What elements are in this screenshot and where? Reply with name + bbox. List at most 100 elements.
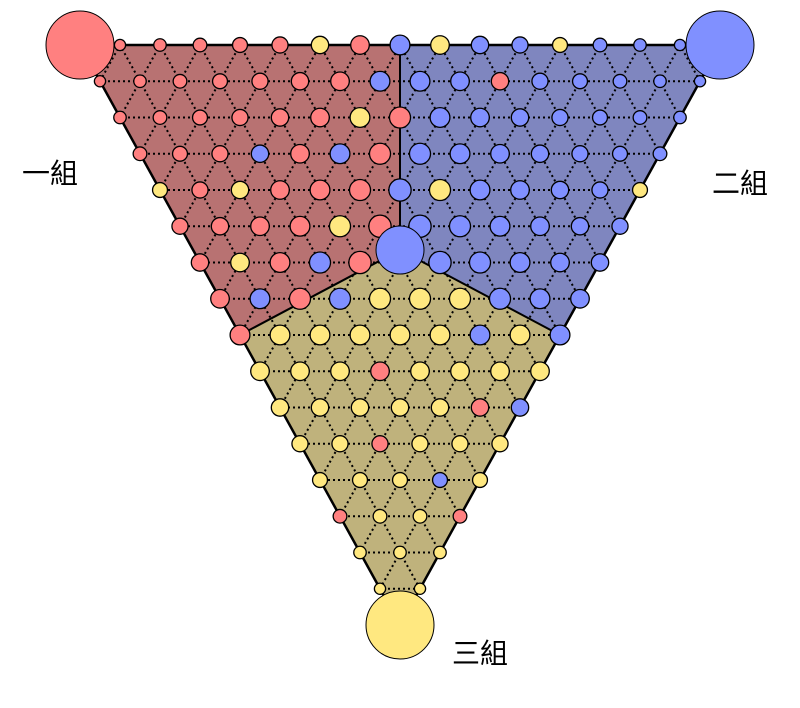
group-member-circle bbox=[250, 361, 270, 382]
group-member-circle bbox=[270, 180, 290, 200]
group-member-circle bbox=[113, 38, 127, 52]
group-member-circle bbox=[172, 73, 188, 89]
group-member-circle bbox=[551, 36, 569, 54]
group-member-circle bbox=[349, 324, 371, 346]
group-member-circle bbox=[311, 471, 329, 489]
group-member-circle bbox=[433, 545, 447, 560]
group-member-circle bbox=[412, 508, 428, 524]
group-member-circle bbox=[328, 215, 352, 238]
group-member-circle bbox=[290, 71, 310, 91]
group-member-circle bbox=[310, 107, 330, 128]
group-member-circle bbox=[590, 253, 610, 272]
group-member-circle bbox=[231, 36, 249, 54]
group-member-circle bbox=[310, 35, 330, 55]
group-member-circle bbox=[290, 361, 310, 382]
grid-line bbox=[639, 44, 661, 82]
group-member-circle bbox=[191, 109, 209, 126]
grid-line bbox=[419, 515, 441, 553]
group-member-circle bbox=[388, 106, 412, 129]
group-member-circle bbox=[571, 73, 589, 90]
group-member-circle bbox=[270, 108, 290, 127]
group-member-circle bbox=[470, 35, 490, 55]
grid-line bbox=[659, 80, 681, 118]
group-member-circle bbox=[249, 288, 271, 310]
group-2-leader-circle bbox=[685, 10, 755, 80]
grid-line bbox=[119, 44, 141, 82]
group-member-circle bbox=[369, 70, 391, 92]
group-member-circle bbox=[288, 287, 312, 310]
group-member-circle bbox=[530, 361, 550, 382]
group-member-circle bbox=[509, 251, 531, 274]
group-member-circle bbox=[448, 287, 472, 310]
group-member-circle bbox=[310, 398, 330, 417]
group-member-circle bbox=[429, 324, 451, 346]
group-member-circle bbox=[270, 398, 290, 417]
center-circle bbox=[375, 225, 425, 275]
group-label-3: 三組 bbox=[452, 637, 509, 670]
group-member-circle bbox=[250, 144, 270, 164]
group-member-circle bbox=[452, 508, 468, 524]
group-member-circle bbox=[408, 142, 432, 165]
group-member-circle bbox=[470, 398, 490, 417]
group-member-circle bbox=[328, 287, 352, 310]
group-member-circle bbox=[372, 508, 388, 524]
group-member-circle bbox=[331, 435, 349, 453]
group-member-circle bbox=[449, 143, 471, 165]
grid-line bbox=[359, 515, 381, 553]
group-member-circle bbox=[451, 435, 469, 453]
group-member-circle bbox=[550, 180, 570, 200]
group-member-circle bbox=[509, 324, 531, 346]
group-member-circle bbox=[469, 179, 491, 201]
group-member-circle bbox=[171, 217, 189, 235]
group-member-circle bbox=[153, 38, 167, 52]
group-member-circle bbox=[269, 324, 291, 346]
group-member-circle bbox=[471, 471, 489, 489]
group-member-circle bbox=[353, 545, 367, 560]
group-member-circle bbox=[450, 361, 470, 382]
group-member-circle bbox=[653, 74, 667, 89]
group-member-circle bbox=[673, 38, 687, 52]
group-member-circle bbox=[351, 471, 369, 489]
group-member-circle bbox=[190, 253, 210, 272]
group-member-circle bbox=[551, 108, 569, 127]
group-member-circle bbox=[250, 216, 270, 237]
group-member-circle bbox=[391, 471, 409, 489]
group-member-circle bbox=[550, 252, 570, 273]
group-member-circle bbox=[530, 144, 550, 164]
group-member-circle bbox=[413, 582, 427, 596]
group-member-circle bbox=[673, 110, 687, 125]
group-member-circle bbox=[393, 545, 407, 560]
group-member-circle bbox=[468, 251, 492, 274]
group-member-circle bbox=[389, 34, 411, 56]
group-3-leader-circle bbox=[365, 590, 435, 660]
group-member-circle bbox=[510, 108, 530, 127]
group-member-circle bbox=[210, 216, 230, 236]
group-label-1: 一組 bbox=[22, 157, 79, 190]
group-label-2: 二組 bbox=[712, 167, 769, 200]
group-member-circle bbox=[370, 361, 390, 382]
grid-line bbox=[379, 515, 401, 553]
group-member-circle bbox=[693, 74, 707, 88]
group-member-circle bbox=[428, 250, 452, 275]
group-member-circle bbox=[511, 36, 529, 54]
group-member-circle bbox=[330, 361, 350, 382]
group-member-circle bbox=[408, 287, 432, 310]
group-member-circle bbox=[571, 145, 589, 163]
group-member-circle bbox=[531, 72, 549, 90]
group-member-circle bbox=[450, 71, 470, 92]
group-member-circle bbox=[332, 508, 348, 524]
group-member-circle bbox=[230, 180, 250, 200]
group-member-circle bbox=[488, 287, 512, 310]
group-member-circle bbox=[611, 217, 629, 235]
group-member-circle bbox=[470, 107, 490, 128]
group-member-circle bbox=[132, 146, 148, 162]
group-member-circle bbox=[430, 35, 450, 55]
group-member-circle bbox=[570, 216, 590, 236]
group-member-circle bbox=[529, 288, 551, 310]
group-member-circle bbox=[211, 73, 229, 90]
group-member-circle bbox=[371, 435, 389, 453]
group-member-circle bbox=[171, 145, 189, 162]
group-member-circle bbox=[632, 110, 648, 125]
grid-line bbox=[679, 44, 701, 82]
